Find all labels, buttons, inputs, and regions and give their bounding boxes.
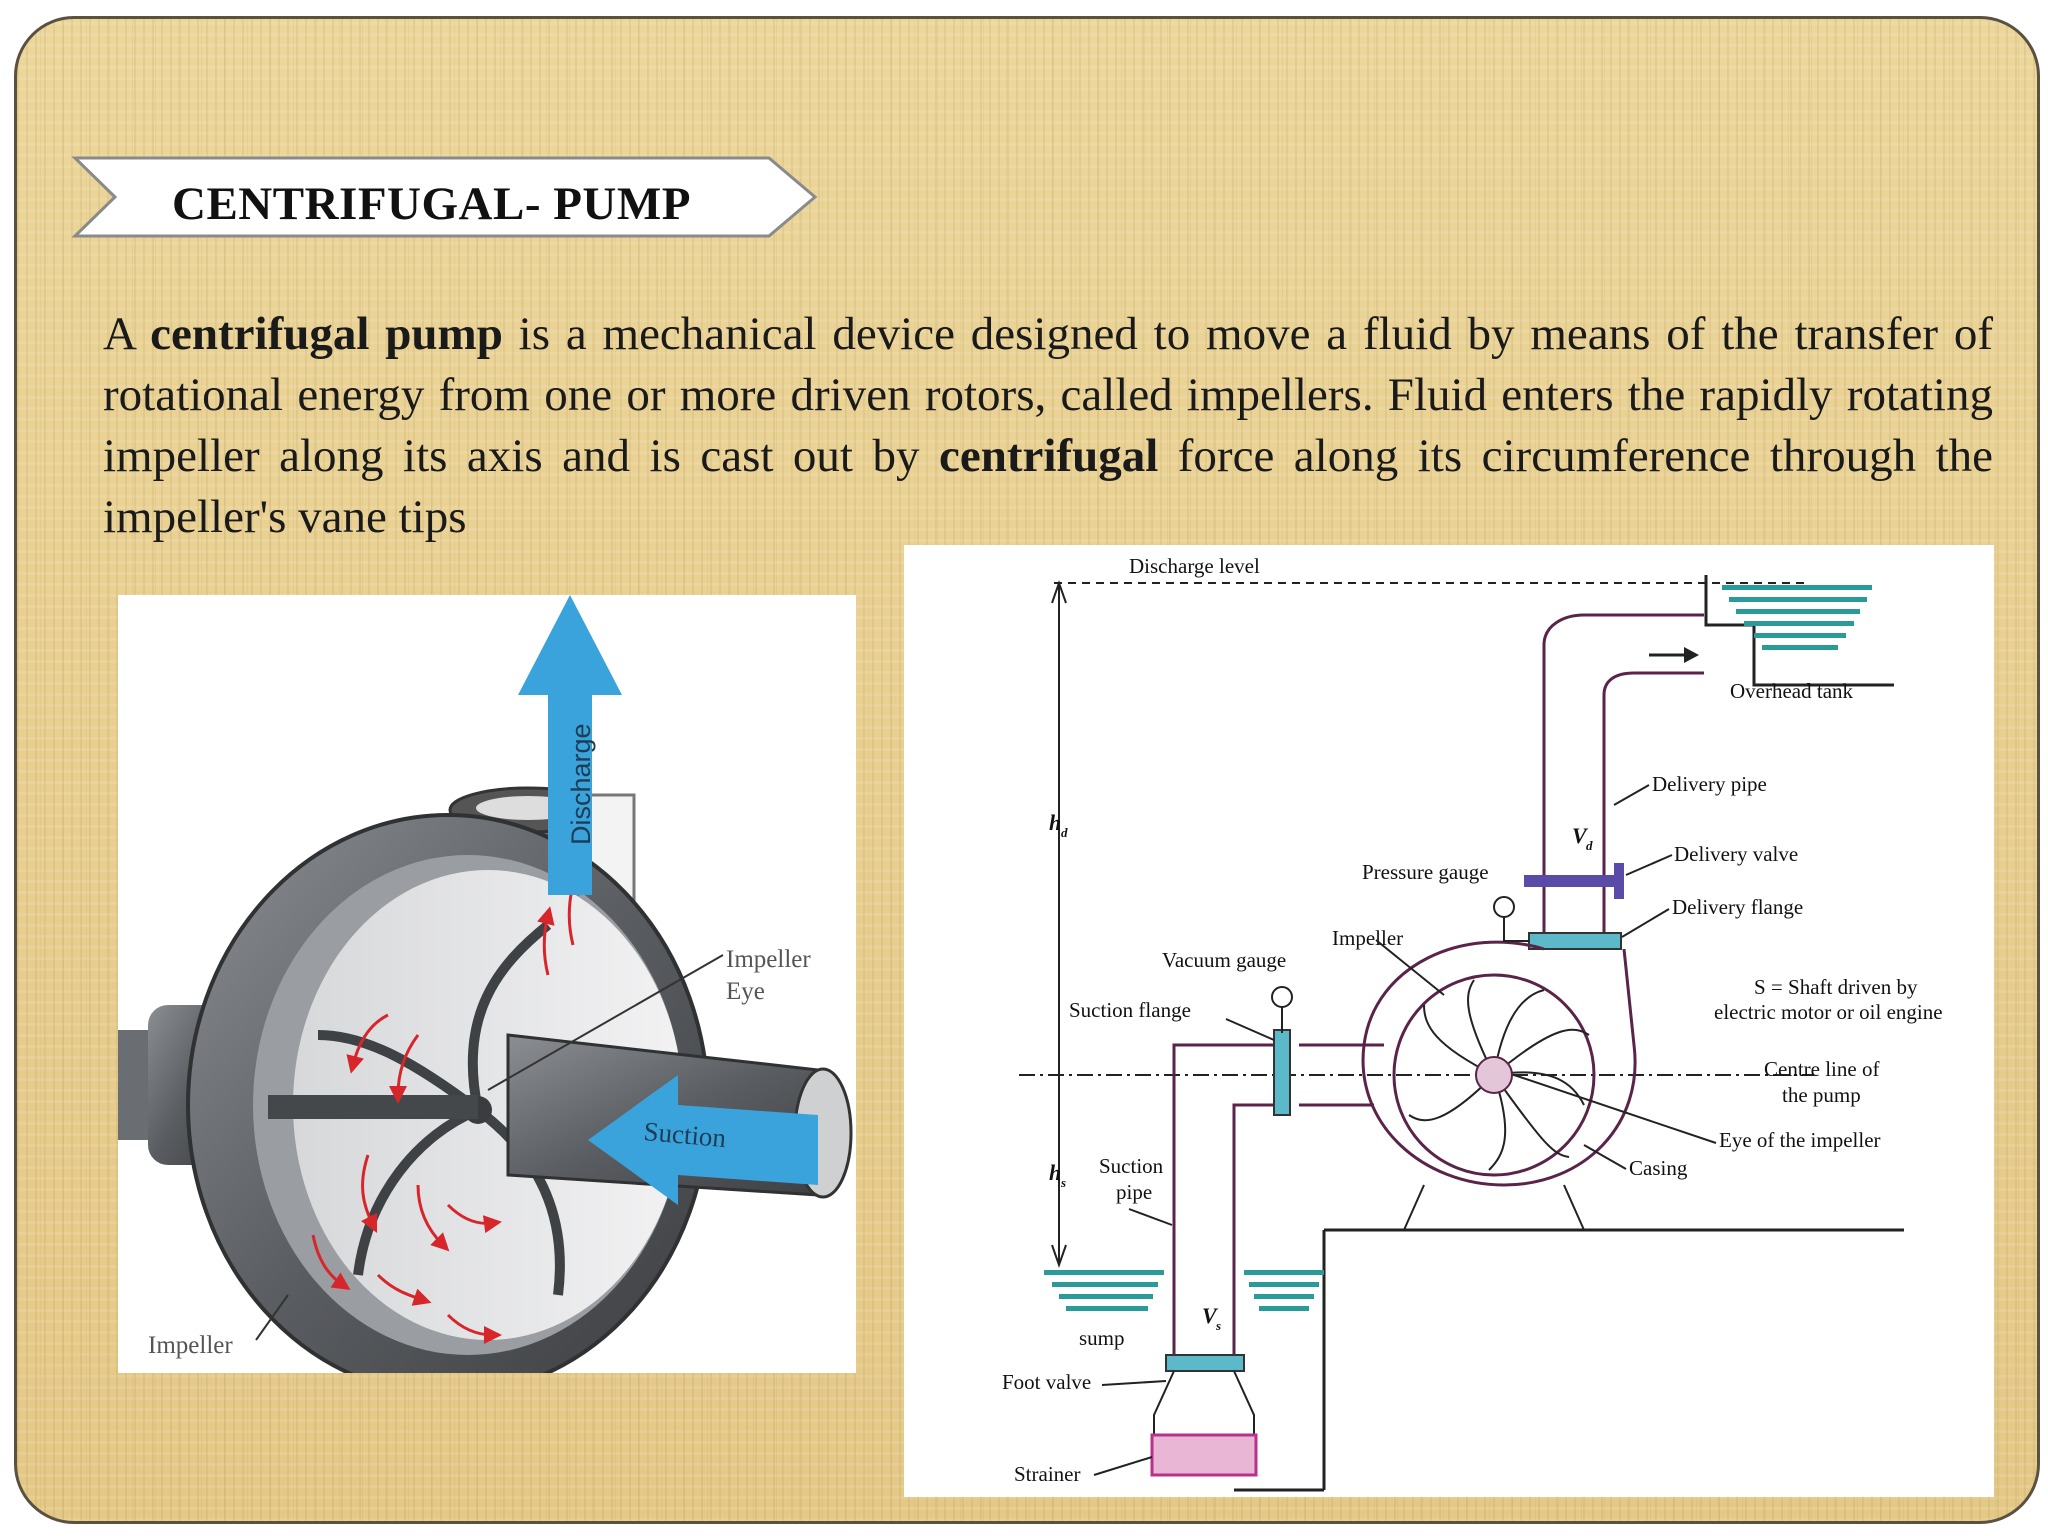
label-discharge-level: Discharge level [1129,554,1260,578]
impeller-vanes [317,921,565,1296]
discharge-arrow [518,595,622,895]
hs-arrowhead [1051,1244,1067,1269]
label-delivery-valve: Delivery valve [1674,842,1798,866]
label-centre-1: Centre line of [1764,1057,1879,1081]
body-bold-1: centrifugal pump [150,308,503,360]
label-delivery-pipe: Delivery pipe [1652,772,1767,796]
drive-shaft [268,1095,478,1119]
label-hs: h [1049,1160,1061,1185]
suction-flange [1273,1029,1291,1116]
pump-installation-diagram: Discharge level Overhead tank Delivery p… [904,545,1994,1497]
label-suction-pipe-2: pipe [1116,1180,1152,1204]
pump-base [1402,1184,1586,1231]
label-vs-sub: s [1215,1318,1221,1333]
strainer [1150,1433,1258,1477]
overhead-tank-wall [1704,575,1894,687]
body-text-3: force along its circumference through th… [103,430,1994,543]
diagram-labels: Discharge level Overhead tank Delivery p… [1002,554,1943,1486]
label-impeller: Impeller [1332,926,1403,950]
label-shaft-1: S = Shaft driven by [1754,975,1918,999]
label-hd-sub: d [1061,825,1068,840]
impeller-eye-label-1: Impeller [726,946,811,973]
flow-arrows [311,876,580,1344]
label-shaft-2: electric motor or oil engine [1714,1000,1943,1024]
suction-pipe-outline [1172,1043,1384,1355]
pump-cutaway-illustration: Discharge Suction Impeller Eye Impeller [118,595,856,1373]
impeller-eye-label-2: Eye [726,978,765,1005]
discharge-label: Discharge [566,723,596,845]
body-text-1: A [103,308,151,360]
body-paragraph: A centrifugal pump is a mechanical devic… [103,304,1993,548]
sump-water [1044,1270,1324,1311]
flow-arrowhead-tank [1684,647,1699,663]
overhead-tank-water [1722,585,1872,650]
label-strainer: Strainer [1014,1462,1080,1486]
label-centre-2: the pump [1782,1083,1861,1107]
delivery-valve-handle [1614,863,1624,899]
title-banner [71,156,818,238]
label-eye: Eye of the impeller [1719,1128,1881,1152]
label-hd: h [1049,810,1061,835]
shaft-eye [1475,1056,1513,1094]
label-vd-sub: d [1586,838,1593,853]
label-pressure-gauge: Pressure gauge [1362,860,1489,884]
foot-valve [1165,1354,1245,1372]
label-foot-valve: Foot valve [1002,1370,1091,1394]
vacuum-gauge [1271,986,1293,1008]
label-vacuum-gauge: Vacuum gauge [1162,948,1286,972]
label-suction-flange: Suction flange [1069,998,1191,1022]
slide-title: CENTRIFUGAL- PUMP [172,178,691,230]
strainer-body [1153,1370,1255,1435]
impeller-label: Impeller [148,1332,233,1359]
impeller-circle [1392,973,1596,1177]
label-delivery-flange: Delivery flange [1672,895,1803,919]
ground-outline [1234,1228,1904,1492]
delivery-pipe [1542,613,1704,935]
delivery-valve [1524,875,1619,887]
label-casing: Casing [1629,1156,1688,1180]
suction-label: Suction [642,1116,727,1153]
delivery-flange [1528,932,1622,950]
label-hs-sub: s [1060,1175,1066,1190]
impeller-leader [255,1294,289,1341]
pump-casing-outline [1361,940,1637,1187]
label-vs: V [1202,1303,1219,1328]
label-vd: V [1572,823,1589,848]
label-sump: sump [1079,1326,1125,1350]
label-suction-pipe-1: Suction [1099,1154,1164,1178]
impeller-eye-leader [487,954,724,1091]
label-leaders [1093,784,1717,1476]
suction-arrow [588,1075,818,1205]
label-overhead-tank: Overhead tank [1730,679,1854,703]
body-bold-2: centrifugal [939,430,1159,482]
hd-arrowhead [1051,579,1067,604]
body-text-2: is a mechanical device designed to move … [103,308,1993,482]
pressure-gauge [1493,896,1515,918]
pressure-gauge-stem [1503,917,1529,942]
